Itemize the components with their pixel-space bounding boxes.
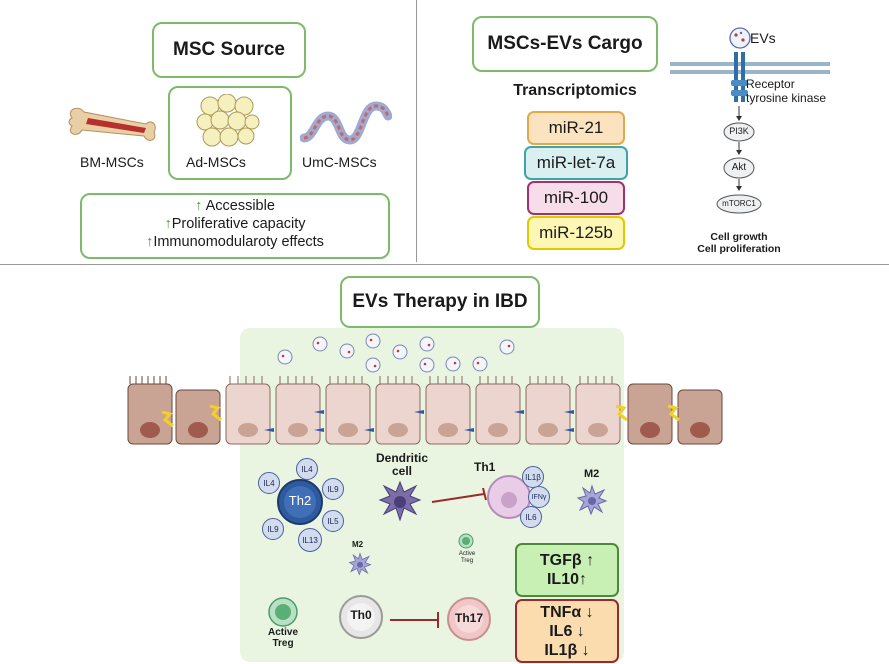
cytokine-il9: IL9 xyxy=(322,478,344,500)
source-label-ad: Ad-MSCs xyxy=(186,154,246,170)
downregulated-line: IL1β ↓ xyxy=(544,641,590,659)
treg-small-icon xyxy=(458,533,474,549)
macrophage-m2-small-icon xyxy=(348,552,372,576)
cytokine-il9: IL9 xyxy=(262,518,284,540)
evs-label: EVs xyxy=(750,30,776,46)
transcriptomics-label: Transcriptomics xyxy=(513,82,637,99)
cytokine-il4: IL4 xyxy=(258,472,280,494)
treg-large-icon xyxy=(268,597,298,627)
upregulated-line: IL10↑ xyxy=(546,571,587,588)
macrophage-m2-icon xyxy=(576,484,608,516)
benefit-proliferative: ↑Proliferative capacity xyxy=(164,216,306,232)
benefit-accessible: ↑ Accessible xyxy=(195,198,275,214)
pi3k-node: PI3K xyxy=(729,126,749,136)
mirna-badge: miR-100 xyxy=(527,181,625,215)
cell-proliferation-label: Cell proliferation xyxy=(697,243,781,255)
damaged-cell xyxy=(127,376,222,445)
downregulated-line: TNFα ↓ xyxy=(540,603,594,621)
source-label-bm: BM-MSCs xyxy=(80,154,144,170)
cytokine-il1b: IL1β xyxy=(522,466,544,488)
umbilical-cord-icon xyxy=(300,101,392,145)
th17-label: Th17 xyxy=(454,611,483,625)
signaling-pathway xyxy=(670,27,830,214)
cargo-title: MSCs-EVs Cargo xyxy=(472,16,658,72)
th1-label: Th1 xyxy=(474,460,496,474)
cytokine-il13: IL13 xyxy=(298,528,322,552)
th0-cell xyxy=(339,595,383,639)
mirna-badge: miR-let-7a xyxy=(524,146,628,180)
mtorc1-node: mTORC1 xyxy=(722,199,756,208)
inhibition-dc-th1 xyxy=(431,488,487,503)
m2-label-small: M2 xyxy=(352,540,364,549)
downregulated-box: TNFα ↓ IL6 ↓ IL1β ↓ xyxy=(515,599,619,663)
cytokine-il6: IL6 xyxy=(520,506,542,528)
receptor-label: Receptor tyrosine kinase xyxy=(746,77,827,105)
th2-label: Th2 xyxy=(288,493,312,508)
th17-cell xyxy=(447,597,491,641)
benefits-box xyxy=(80,193,390,259)
th0-label: Th0 xyxy=(350,608,372,622)
epithelium xyxy=(127,376,723,445)
mirna-badge: miR-21 xyxy=(527,111,625,145)
dendritic-label: Dendritic cell xyxy=(375,451,428,478)
cell-growth-label: Cell growth xyxy=(710,231,768,243)
bone-icon xyxy=(68,107,156,141)
th2-cell xyxy=(277,479,323,525)
inhibition-th0-th17 xyxy=(390,612,439,628)
akt-node: Akt xyxy=(731,162,747,173)
source-label-umc: UmC-MSCs xyxy=(302,154,377,170)
vertical-divider xyxy=(416,0,417,262)
th1-cell xyxy=(487,475,531,519)
treg-small-label: Active Treg xyxy=(458,551,476,564)
upregulated-line: TGFβ ↑ xyxy=(539,552,595,569)
treg-large-label: Active Treg xyxy=(267,627,298,649)
cytokine-il5: IL5 xyxy=(322,510,344,532)
cytokine-il4: IL4 xyxy=(296,458,318,480)
m2-label-right: M2 xyxy=(584,468,600,480)
mirna-badge: miR-125b xyxy=(527,216,625,250)
cytokine-ifng: IFNγ xyxy=(528,486,550,508)
horizontal-divider xyxy=(0,264,889,265)
msc-source-title: MSC Source xyxy=(152,22,306,78)
benefit-immunomodulatory: ↑Immunomodularoty effects xyxy=(146,234,324,250)
upregulated-box: TGFβ ↑ IL10↑ xyxy=(515,543,619,597)
evs-cluster xyxy=(277,333,515,373)
therapy-title: EVs Therapy in IBD xyxy=(340,276,540,328)
adipose-icon xyxy=(196,94,260,147)
dendritic-cell-icon xyxy=(378,480,422,522)
downregulated-line: IL6 ↓ xyxy=(549,622,585,640)
